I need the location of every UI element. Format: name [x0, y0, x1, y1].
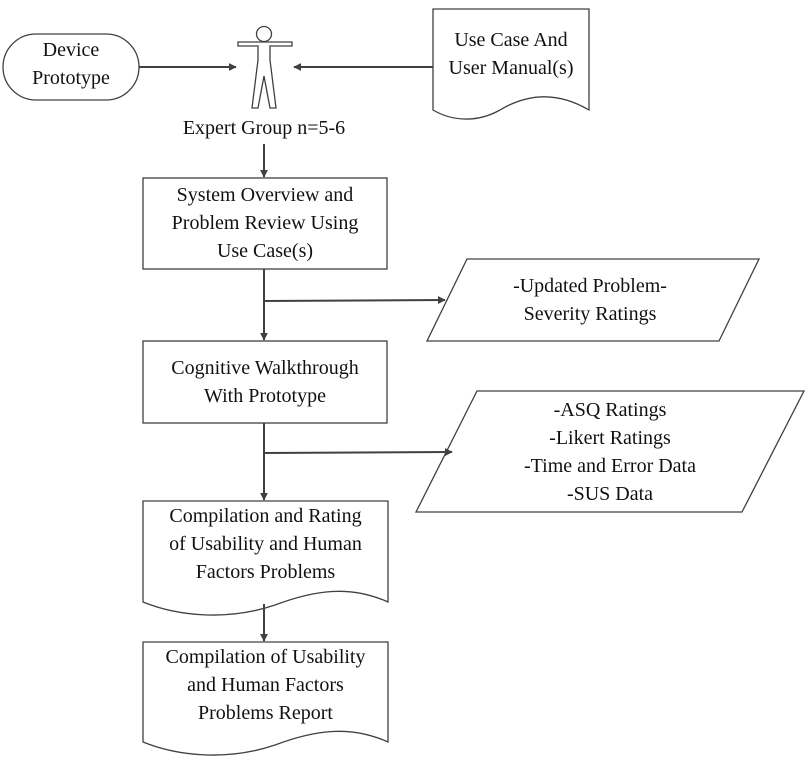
node-line: User Manual(s) — [448, 57, 574, 79]
final-report-shape — [142, 641, 389, 756]
cognitive-walkthrough-shape — [142, 340, 388, 424]
use-case-manual-node: Use Case And User Manual(s) — [433, 26, 589, 82]
walkthrough-outputs-shape — [414, 390, 806, 513]
use-case-manual-shape — [432, 8, 590, 120]
person-icon — [237, 25, 293, 109]
node-line: -SUS Data — [566, 483, 654, 505]
node-line: Compilation of Usability — [165, 646, 366, 668]
node-line: -Time and Error Data — [524, 455, 696, 477]
node-line: Factors Problems — [195, 561, 336, 583]
edge-walkthrough-to-outputs — [263, 448, 453, 457]
final-report-node: Compilation of Usability and Human Facto… — [143, 643, 388, 727]
device-prototype-node: Device Prototype — [3, 36, 139, 92]
compilation-rating-node: Compilation and Rating of Usability and … — [143, 502, 388, 586]
node-line: -Updated Problem- — [513, 275, 667, 297]
node-line: Prototype — [32, 67, 110, 89]
node-line: Problems Report — [198, 702, 333, 724]
updated-ratings-shape — [425, 258, 761, 342]
node-line: and Human Factors — [187, 674, 344, 696]
edge-overview-to-ratings — [263, 296, 446, 305]
walkthrough-outputs-node: -ASQ Ratings -Likert Ratings -Time and E… — [470, 396, 750, 508]
system-overview-shape — [142, 177, 388, 270]
cognitive-walkthrough-node: Cognitive Walkthrough With Prototype — [143, 354, 387, 410]
node-line: -Likert Ratings — [549, 427, 671, 449]
node-line: Severity Ratings — [523, 303, 657, 325]
system-overview-node: System Overview and Problem Review Using… — [143, 181, 387, 265]
node-line: Use Case And — [454, 29, 568, 51]
node-line: Use Case(s) — [216, 240, 314, 262]
node-line: Cognitive Walkthrough — [171, 357, 359, 379]
compilation-rating-shape — [142, 500, 389, 616]
node-line: With Prototype — [204, 385, 326, 407]
node-line: -ASQ Ratings — [553, 399, 667, 421]
updated-ratings-node: -Updated Problem- Severity Ratings — [460, 272, 720, 328]
node-line: System Overview and — [176, 184, 354, 206]
node-line: of Usability and Human — [169, 533, 362, 555]
node-line: Problem Review Using — [171, 212, 359, 234]
expert-group-label: Expert Group n=5-6 — [182, 117, 346, 139]
node-line: Compilation and Rating — [169, 505, 362, 527]
node-line: Device — [42, 39, 100, 61]
